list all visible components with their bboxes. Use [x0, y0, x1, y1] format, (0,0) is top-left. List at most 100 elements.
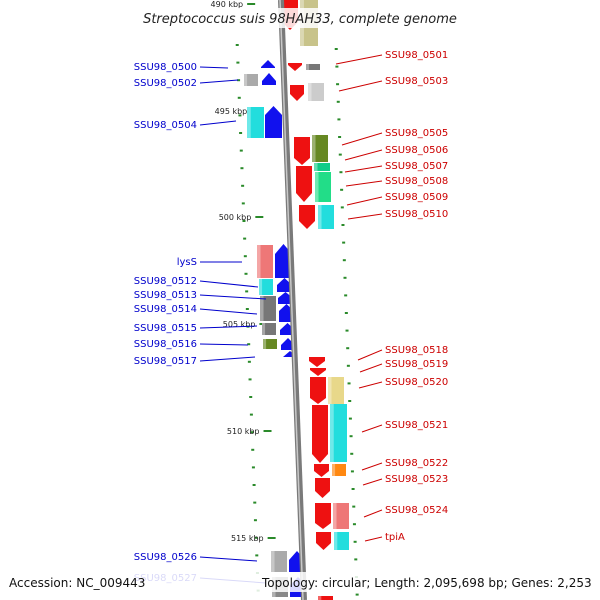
gene-shine — [333, 503, 337, 529]
gene-feature[interactable] — [278, 292, 293, 304]
gene-label-right[interactable]: SSU98_0522 — [385, 458, 448, 469]
gene-feature[interactable] — [330, 404, 347, 462]
gene-label-left[interactable]: SSU98_0513 — [134, 290, 197, 301]
gene-label-left[interactable]: lysS — [177, 257, 197, 268]
gene-features — [244, 0, 349, 600]
gene-shine — [334, 532, 338, 550]
gene-feature[interactable] — [277, 278, 292, 292]
gene-feature[interactable] — [312, 405, 328, 463]
gene-feature[interactable] — [309, 357, 325, 367]
gene-feature[interactable] — [271, 551, 287, 572]
gene-feature[interactable] — [310, 377, 326, 404]
gene-feature[interactable] — [332, 464, 346, 476]
gene-shine — [314, 163, 318, 171]
gene-feature[interactable] — [310, 368, 326, 376]
gene-feature[interactable] — [334, 532, 349, 550]
gene-feature[interactable] — [315, 478, 330, 498]
label-leader — [341, 132, 383, 146]
gene-feature[interactable] — [262, 323, 276, 335]
gene-feature[interactable] — [315, 172, 331, 202]
label-leader — [199, 343, 249, 346]
gene-feature[interactable] — [288, 63, 302, 71]
gene-label-right[interactable]: SSU98_0523 — [385, 474, 448, 485]
gene-label-right[interactable]: tpiA — [385, 532, 405, 543]
gene-feature[interactable] — [333, 503, 349, 529]
gene-feature[interactable] — [306, 64, 320, 70]
gene-feature[interactable] — [314, 163, 330, 171]
gene-label-right[interactable]: SSU98_0509 — [385, 192, 448, 203]
topology-text: Topology: circular; Length: 2,095,698 bp… — [261, 576, 592, 590]
genome-backbone-highlight — [279, 0, 304, 600]
gene-feature[interactable] — [316, 532, 331, 550]
gene-feature[interactable] — [299, 205, 315, 229]
label-leader — [199, 308, 258, 315]
gene-feature[interactable] — [259, 279, 273, 295]
label-leader — [199, 556, 258, 562]
gene-shine — [263, 339, 267, 349]
gene-feature[interactable] — [263, 339, 277, 349]
gene-feature[interactable] — [247, 107, 264, 138]
gene-label-right[interactable]: SSU98_0520 — [385, 377, 448, 388]
gene-label-left[interactable]: SSU98_0515 — [134, 323, 197, 334]
gene-label-left[interactable]: SSU98_0512 — [134, 276, 197, 287]
label-leader — [338, 80, 383, 92]
gene-feature[interactable] — [290, 85, 304, 101]
gene-feature[interactable] — [328, 377, 344, 404]
label-leader — [363, 509, 383, 518]
gene-feature[interactable] — [318, 596, 333, 600]
label-leader — [357, 349, 383, 361]
gene-feature[interactable] — [257, 245, 273, 278]
gene-feature[interactable] — [265, 106, 282, 138]
gene-feature[interactable] — [262, 73, 276, 85]
gene-feature[interactable] — [308, 83, 324, 101]
label-leader — [199, 120, 237, 126]
gene-label-right[interactable]: SSU98_0506 — [385, 145, 448, 156]
label-leader — [199, 325, 258, 329]
gene-label-right[interactable]: SSU98_0519 — [385, 359, 448, 370]
page-title: Streptococcus suis 98HAH33, complete gen… — [143, 12, 457, 27]
gene-label-left[interactable]: SSU98_0516 — [134, 339, 197, 350]
gene-label-right[interactable]: SSU98_0521 — [385, 420, 448, 431]
gene-feature[interactable] — [260, 296, 276, 321]
gene-shine — [244, 74, 248, 86]
gene-feature[interactable] — [314, 464, 329, 477]
gene-label-left[interactable]: SSU98_0502 — [134, 78, 197, 89]
gene-feature[interactable] — [244, 74, 258, 86]
gene-feature[interactable] — [318, 205, 334, 229]
gene-feature[interactable] — [261, 60, 275, 68]
gene-feature[interactable] — [294, 137, 310, 165]
kbp-label: 500 kbp — [219, 213, 252, 222]
gene-label-left[interactable]: SSU98_0514 — [134, 304, 197, 315]
gene-feature[interactable] — [296, 166, 312, 202]
kbp-label: 510 kbp — [227, 427, 260, 436]
label-leader — [358, 381, 383, 389]
gene-shine — [259, 279, 263, 295]
gene-label-right[interactable]: SSU98_0505 — [385, 128, 448, 139]
gene-shine — [312, 135, 316, 162]
gene-label-right[interactable]: SSU98_0508 — [385, 176, 448, 187]
gene-shine — [257, 245, 261, 278]
genome-backbone — [278, 0, 307, 600]
gene-label-right[interactable]: SSU98_0524 — [385, 505, 448, 516]
gene-label-right[interactable]: SSU98_0503 — [385, 76, 448, 87]
gene-feature[interactable] — [312, 135, 328, 162]
label-leader — [359, 363, 383, 373]
gene-label-left[interactable]: SSU98_0526 — [134, 552, 197, 563]
label-leader — [199, 280, 259, 288]
label-leader — [199, 79, 239, 84]
gene-shine — [271, 551, 275, 572]
label-leader — [199, 66, 229, 69]
label-leader — [361, 462, 383, 471]
gene-label-right[interactable]: SSU98_0507 — [385, 161, 448, 172]
gene-label-right[interactable]: SSU98_0501 — [385, 50, 448, 61]
title-backdrop — [125, 8, 475, 28]
label-leader — [345, 180, 383, 187]
gene-label-right[interactable]: SSU98_0518 — [385, 345, 448, 356]
gene-label-right[interactable]: SSU98_0510 — [385, 209, 448, 220]
gene-label-left[interactable]: SSU98_0504 — [134, 120, 197, 131]
gene-feature[interactable] — [315, 503, 331, 529]
label-leader — [344, 149, 383, 161]
gene-label-left[interactable]: SSU98_0517 — [134, 356, 197, 367]
gene-label-left[interactable]: SSU98_0500 — [134, 62, 197, 73]
